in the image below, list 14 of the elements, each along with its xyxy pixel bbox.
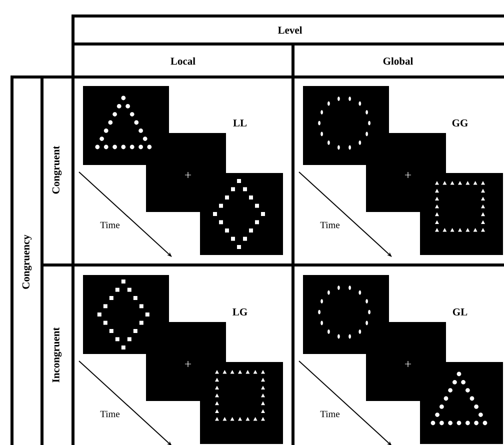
condition-label: LL	[233, 120, 247, 126]
time-label: Time	[100, 222, 120, 228]
column-header: Level	[278, 26, 302, 34]
condition-label: GG	[452, 119, 468, 127]
row-header: Congruent	[52, 146, 62, 194]
condition-label: GL	[452, 308, 468, 316]
column-header: Local	[170, 57, 196, 65]
row-header: Incongruent	[52, 327, 62, 382]
condition-label: LG	[232, 308, 248, 316]
time-label: Time	[100, 410, 120, 418]
row-header: Congruency	[22, 234, 32, 289]
column-header: Global	[383, 57, 413, 65]
time-label: Time	[320, 222, 340, 228]
time-label: Time	[320, 410, 340, 418]
